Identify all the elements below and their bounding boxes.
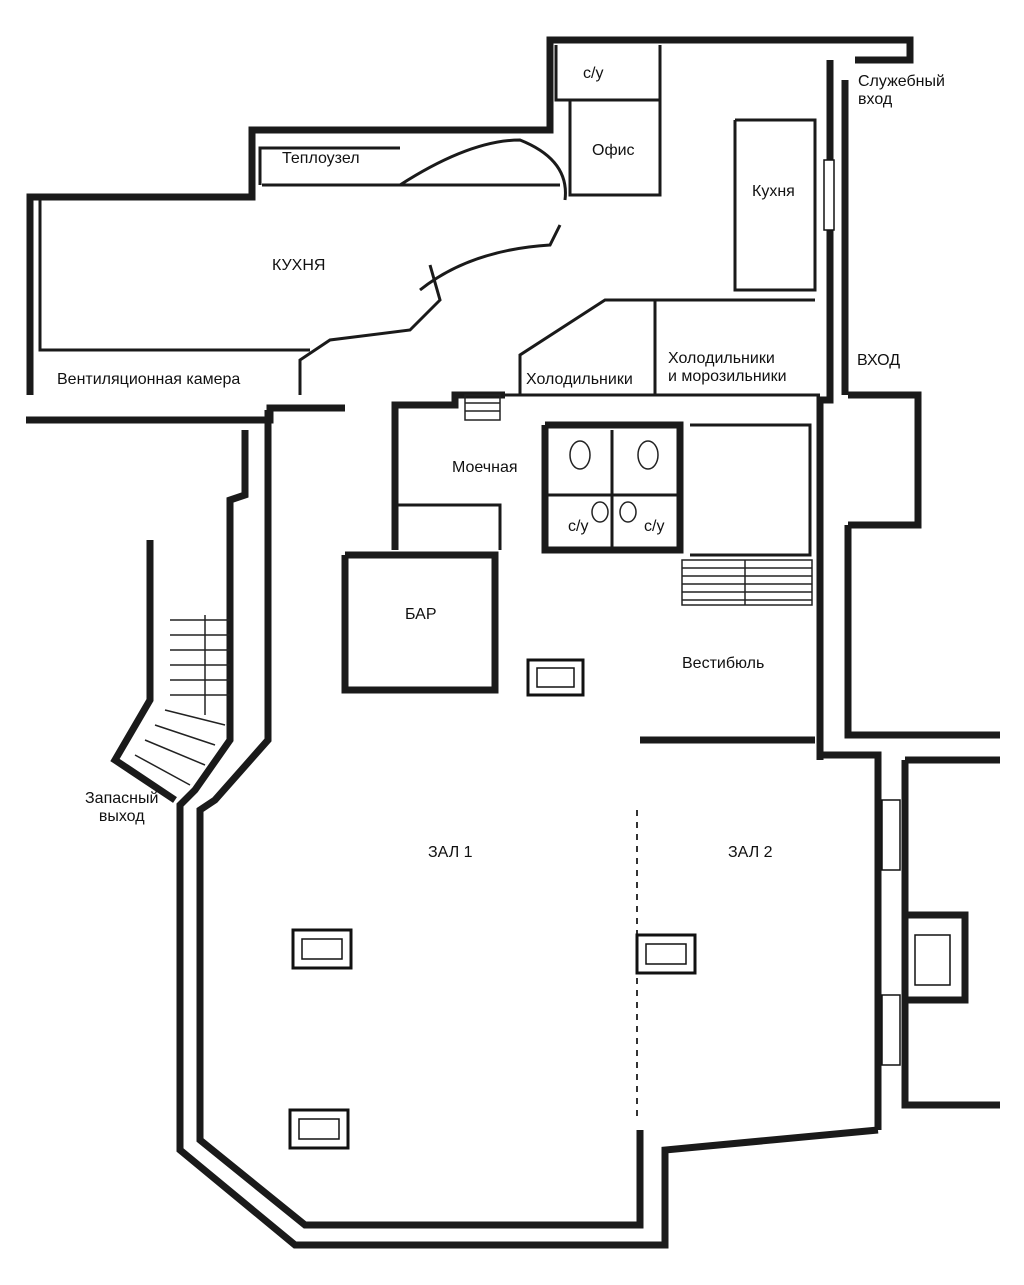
label-fridges-freezers-line1: Холодильники <box>668 350 775 367</box>
walls-right <box>816 60 1000 1130</box>
label-fridges-freezers-line2: и морозильники <box>668 368 787 385</box>
label-office: Офис <box>592 142 635 159</box>
label-heat-unit: Теплоузел <box>282 150 360 167</box>
walls-kitchen-block <box>26 36 914 424</box>
label-fridges-freezers: Холодильники и морозильники <box>668 350 787 386</box>
label-emergency-exit-line1: Запасный <box>85 790 159 807</box>
label-fridges: Холодильники <box>526 371 633 388</box>
label-kitchen-main: КУХНЯ <box>272 257 326 274</box>
label-toilet-left: с/у <box>568 518 589 535</box>
label-entrance: ВХОД <box>857 352 901 369</box>
label-bar: БАР <box>405 606 437 623</box>
label-ventilation: Вентиляционная камера <box>57 371 241 388</box>
label-service-entrance: Служебный вход <box>858 73 945 109</box>
label-emergency-exit: Запасный выход <box>85 790 158 826</box>
label-toilet-right: с/у <box>644 518 665 535</box>
label-service-entrance-line1: Служебный <box>858 73 945 90</box>
label-washroom: Моечная <box>452 459 518 476</box>
walls-upper-rooms <box>298 45 820 397</box>
walls-middle <box>341 391 815 744</box>
halls <box>288 810 697 1150</box>
label-hall-1: ЗАЛ 1 <box>428 844 473 861</box>
label-hall-2: ЗАЛ 2 <box>728 844 773 861</box>
stairs-emergency <box>110 410 879 1249</box>
label-kitchen-small: Кухня <box>752 183 795 200</box>
label-lobby: Вестибюль <box>682 655 765 672</box>
label-service-entrance-line2: вход <box>858 91 893 108</box>
label-emergency-exit-line2: выход <box>98 808 145 825</box>
label-toilet-top: с/у <box>583 65 604 82</box>
stairs-entrance <box>464 394 813 606</box>
